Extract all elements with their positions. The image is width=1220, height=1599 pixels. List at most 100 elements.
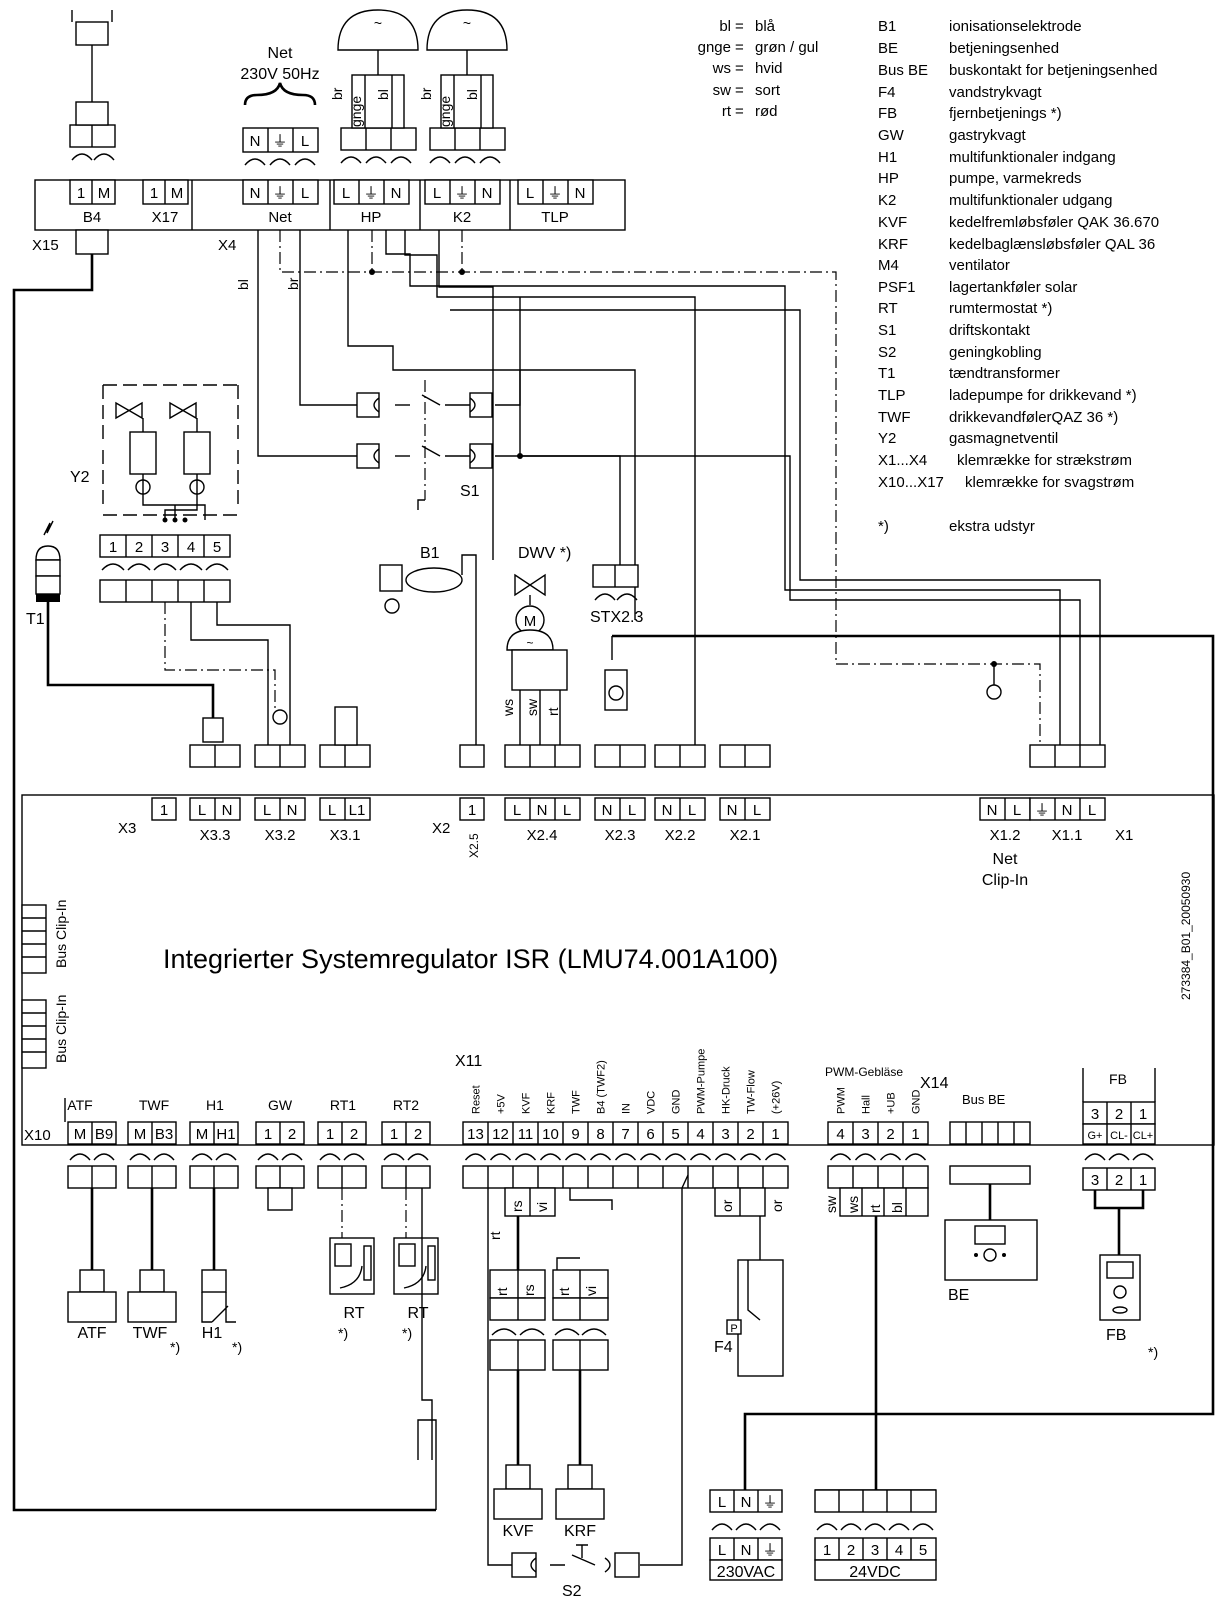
component-desc: vandstrykvagt: [949, 84, 1042, 101]
svg-text:L: L: [301, 133, 309, 150]
svg-text:CL-: CL-: [1110, 1130, 1128, 1142]
controller-title: Integrierter Systemregulator ISR (LMU74.…: [163, 944, 778, 974]
legend-meaning: sort: [755, 82, 781, 99]
component-desc: driftskontakt: [949, 322, 1031, 339]
legend-code: sw: [713, 82, 732, 99]
block-label-x1-1: X1.1: [1052, 827, 1083, 844]
component-code: TWF: [878, 409, 910, 426]
x14-pin-signal: PWM: [836, 1087, 848, 1114]
net-clip-in-label: Net: [993, 851, 1018, 868]
svg-text:L: L: [718, 1494, 726, 1511]
svg-text:CL+: CL+: [1133, 1130, 1154, 1142]
block-label-b4: B4: [83, 209, 101, 226]
component-code: S1: [878, 322, 896, 339]
svg-text:ws: ws: [500, 699, 516, 717]
svg-text:4: 4: [895, 1542, 903, 1559]
svg-text:L: L: [688, 802, 696, 819]
svg-text:bl: bl: [889, 1202, 905, 1213]
component-code: X1...X4: [878, 452, 927, 469]
f4-device-label: F4: [714, 1339, 733, 1356]
component-desc: ekstra udstyr: [949, 518, 1035, 535]
svg-text:3: 3: [161, 539, 169, 556]
x11-pin-number: 11: [518, 1126, 534, 1143]
x11-pin-signal: TWF: [571, 1090, 583, 1114]
svg-text:3: 3: [1091, 1172, 1099, 1189]
component-code: F4: [878, 84, 896, 101]
svg-text:L: L: [718, 1542, 726, 1559]
x11-label: X11: [455, 1053, 482, 1070]
dwv-label: DWV *): [518, 545, 571, 562]
component-code: KVF: [878, 214, 907, 231]
block-label-atf: ATF: [67, 1097, 92, 1113]
svg-text:rt: rt: [494, 1287, 510, 1296]
svg-text:M: M: [134, 1126, 147, 1143]
component-code: K2: [878, 192, 896, 209]
svg-text:L: L: [342, 185, 350, 202]
component-code: M4: [878, 257, 899, 274]
x4-label: X4: [218, 237, 236, 254]
x15-label: X15: [32, 237, 59, 254]
svg-text:br: br: [329, 87, 345, 100]
x14-group-label: PWM-Gebläse: [825, 1065, 903, 1079]
svg-text:⏚: ⏚: [1034, 802, 1049, 819]
component-desc: pumpe, varmekreds: [949, 170, 1082, 187]
svg-text:3: 3: [871, 1542, 879, 1559]
svg-text:rt: rt: [545, 707, 561, 716]
x11-pin-signal: HK-Druck: [721, 1066, 733, 1114]
x11-pin-signal: KRF: [546, 1092, 558, 1114]
svg-text:rt: rt: [556, 1287, 572, 1296]
block-label-x2-2: X2.2: [665, 827, 696, 844]
svg-text:=: =: [735, 82, 744, 99]
svg-text:vi: vi: [583, 1286, 599, 1296]
legend-meaning: grøn / gul: [755, 39, 818, 56]
s2-label: S2: [562, 1583, 582, 1599]
svg-text:br: br: [285, 277, 301, 290]
h1-device-label: H1: [202, 1325, 223, 1342]
block-label-x2-1: X2.1: [730, 827, 761, 844]
svg-text:M: M: [74, 1126, 87, 1143]
component-code: Y2: [878, 430, 896, 447]
svg-text:⏚: ⏚: [762, 1494, 777, 1511]
rt1-device-label: RT: [343, 1305, 364, 1322]
svg-text:N: N: [575, 185, 586, 202]
component-desc: multifunktionaler udgang: [949, 192, 1112, 209]
svg-text:4: 4: [187, 539, 195, 556]
svg-text:L: L: [1088, 802, 1096, 819]
component-code: RT: [878, 300, 898, 317]
svg-text:5: 5: [213, 539, 221, 556]
component-desc: buskontakt for betjeningsenhed: [949, 62, 1157, 79]
component-desc: tændtransformer: [949, 365, 1060, 382]
x11-pin-number: 2: [746, 1126, 754, 1143]
svg-text:L: L: [513, 802, 521, 819]
svg-text:N: N: [662, 802, 673, 819]
x11-pin-signal: (+26V): [771, 1081, 783, 1114]
svg-text:N: N: [287, 802, 298, 819]
x14-pin-signal: GND: [911, 1090, 923, 1115]
t1-ignition-transformer: T1: [26, 520, 224, 743]
x14-pin-number: 4: [836, 1126, 844, 1143]
svg-text:N: N: [741, 1494, 752, 1511]
x14-pin-number: 1: [911, 1126, 919, 1143]
component-desc: ladepumpe for drikkevand *): [949, 387, 1137, 404]
svg-text:N: N: [482, 185, 493, 202]
svg-text:1: 1: [160, 802, 168, 819]
stx-connector: STX2.3: [590, 564, 1002, 711]
svg-text:M: M: [171, 185, 184, 202]
svg-text:bl: bl: [375, 89, 391, 100]
svg-text:⏚: ⏚: [547, 185, 562, 202]
svg-text:1: 1: [150, 185, 158, 202]
block-label-rt1: RT1: [330, 1097, 356, 1113]
component-code: T1: [878, 365, 896, 382]
fb-device-label: FB: [1106, 1327, 1126, 1344]
x11-pin-signal: IN: [621, 1103, 633, 1114]
svg-text:N: N: [727, 802, 738, 819]
y2-label: Y2: [70, 469, 90, 486]
component-desc: klemrække for strækstrøm: [957, 452, 1132, 469]
x11-pin-signal: Reset: [471, 1085, 483, 1114]
t1-label: T1: [26, 611, 45, 628]
component-desc: rumtermostat *): [949, 300, 1052, 317]
x14-pin-number: 3: [861, 1126, 869, 1143]
svg-text:L: L: [301, 185, 309, 202]
legend-meaning: rød: [755, 103, 778, 120]
